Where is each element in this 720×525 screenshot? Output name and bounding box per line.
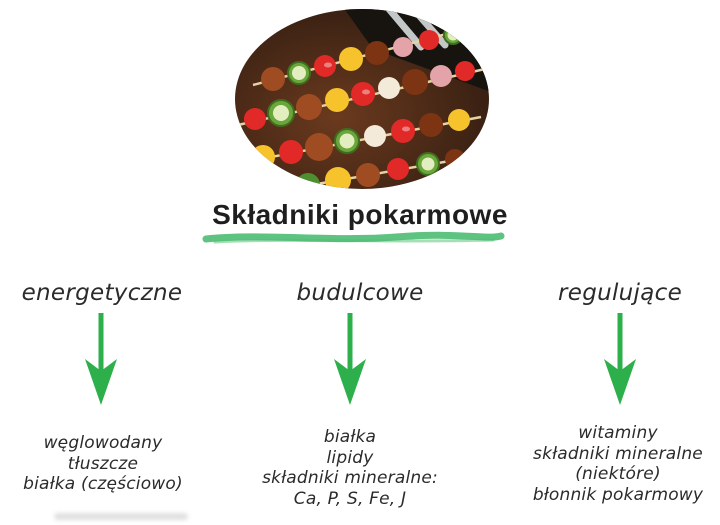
list-item: witaminy <box>578 423 658 443</box>
list-item: (niektóre) <box>575 464 661 484</box>
list-item: błonnik pokarmowy <box>532 484 704 505</box>
underline-stroke <box>202 231 505 243</box>
list-item: lipidy <box>326 447 374 468</box>
down-arrow-regulujace <box>604 313 636 405</box>
list-item: Ca, P, S, Fe, J <box>293 488 407 509</box>
branch-label-energetyczne: energetyczne <box>21 280 183 306</box>
down-arrow-budulcowe <box>334 313 366 405</box>
list-item: tłuszcze <box>67 453 139 474</box>
branch-label-regulujace: regulujące <box>557 280 683 306</box>
underline-stroke-secondary <box>213 238 495 244</box>
grilled-skewers-photo <box>233 7 491 191</box>
item-list-regulujace: witaminy składniki mineralne (niektóre) … <box>508 423 720 505</box>
branch-label-budulcowe: budulcowe <box>296 280 424 306</box>
item-list-budulcowe: białka lipidy składniki mineralne: Ca, P… <box>243 427 457 509</box>
list-item: białka <box>323 427 377 447</box>
page-title: Składniki pokarmowe <box>212 199 508 230</box>
grilled-skewers-illustration <box>235 9 489 189</box>
list-item: składniki mineralne: <box>262 468 438 488</box>
item-list-energetyczne: węglowodany tłuszcze białka (częściowo) <box>0 433 206 495</box>
list-item: białka (częściowo) <box>23 474 183 494</box>
title-underline <box>202 231 505 244</box>
down-arrow-energetyczne <box>85 313 117 405</box>
list-item: węglowodany <box>43 433 163 453</box>
list-item: składniki mineralne <box>533 443 703 464</box>
bottom-scan-artifact <box>54 513 188 520</box>
